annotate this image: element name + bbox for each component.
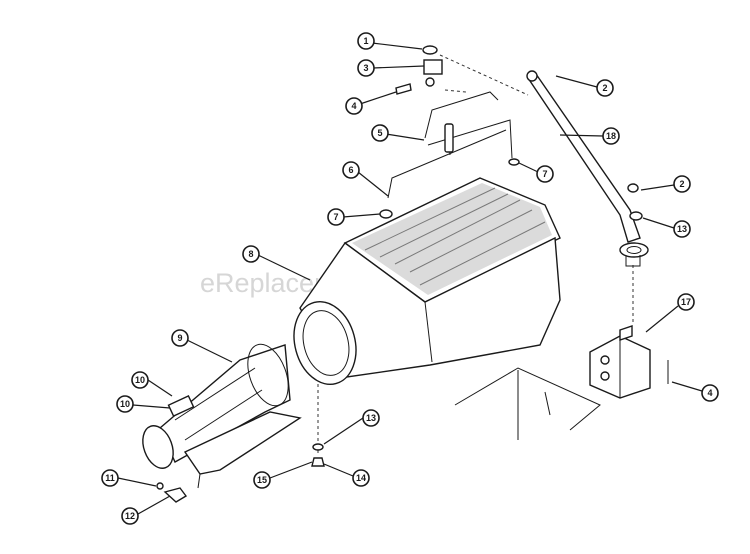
bracket-cluster: [395, 45, 443, 95]
callout-label: 7: [542, 169, 547, 179]
callout-3: 3: [357, 59, 375, 77]
callout-1: 1: [357, 32, 375, 50]
washers: [311, 158, 520, 467]
control-arm: [526, 70, 649, 267]
callout-label: 4: [707, 388, 712, 398]
callout-label: 15: [257, 475, 267, 485]
callout-label: 7: [333, 212, 338, 222]
callout-13: 13: [362, 409, 380, 427]
callout-label: 6: [348, 165, 353, 175]
callout-label: 17: [681, 297, 691, 307]
assembly-line: [439, 54, 529, 96]
callout-label: 2: [679, 179, 684, 189]
callout-7: 7: [536, 165, 554, 183]
callout-18: 18: [602, 127, 620, 145]
callout-11: 11: [101, 469, 119, 487]
mounting-bracket: [589, 325, 669, 399]
discharge-chute: [142, 343, 302, 489]
callout-label: 11: [105, 473, 115, 483]
callout-label: 3: [363, 63, 368, 73]
callout-label: 13: [677, 224, 687, 234]
callout-17: 17: [677, 293, 695, 311]
callout-14: 14: [352, 469, 370, 487]
callout-label: 12: [125, 511, 135, 521]
callout-12: 12: [121, 507, 139, 525]
control-rod: [387, 91, 513, 199]
callout-label: 5: [377, 128, 382, 138]
callout-label: 4: [351, 101, 356, 111]
small-hardware: [156, 482, 188, 503]
callout-6: 6: [342, 161, 360, 179]
callout-label: 10: [120, 399, 130, 409]
callout-13: 13: [673, 220, 691, 238]
hood-housing: [293, 177, 561, 386]
assembly-line: [444, 89, 467, 93]
leader-lines: [117, 42, 703, 515]
callout-label: 9: [177, 333, 182, 343]
callout-15: 15: [253, 471, 271, 489]
callout-7: 7: [327, 208, 345, 226]
callout-10: 10: [131, 371, 149, 389]
callout-2: 2: [673, 175, 691, 193]
callout-label: 1: [363, 36, 368, 46]
callout-4: 4: [345, 97, 363, 115]
frame-outline: [454, 367, 601, 440]
callout-label: 18: [606, 131, 616, 141]
callouts: 1 3 4 5 6 7 7 8 9 10 10 11 12 13 13 14 1…: [101, 32, 719, 525]
callout-label: 2: [602, 83, 607, 93]
callout-8: 8: [242, 245, 260, 263]
callout-label: 14: [356, 473, 366, 483]
callout-label: 10: [135, 375, 145, 385]
callout-9: 9: [171, 329, 189, 347]
callout-5: 5: [371, 124, 389, 142]
callout-10: 10: [116, 395, 134, 413]
callout-2: 2: [596, 79, 614, 97]
callout-label: 8: [248, 249, 253, 259]
callout-label: 13: [366, 413, 376, 423]
callout-4: 4: [701, 384, 719, 402]
